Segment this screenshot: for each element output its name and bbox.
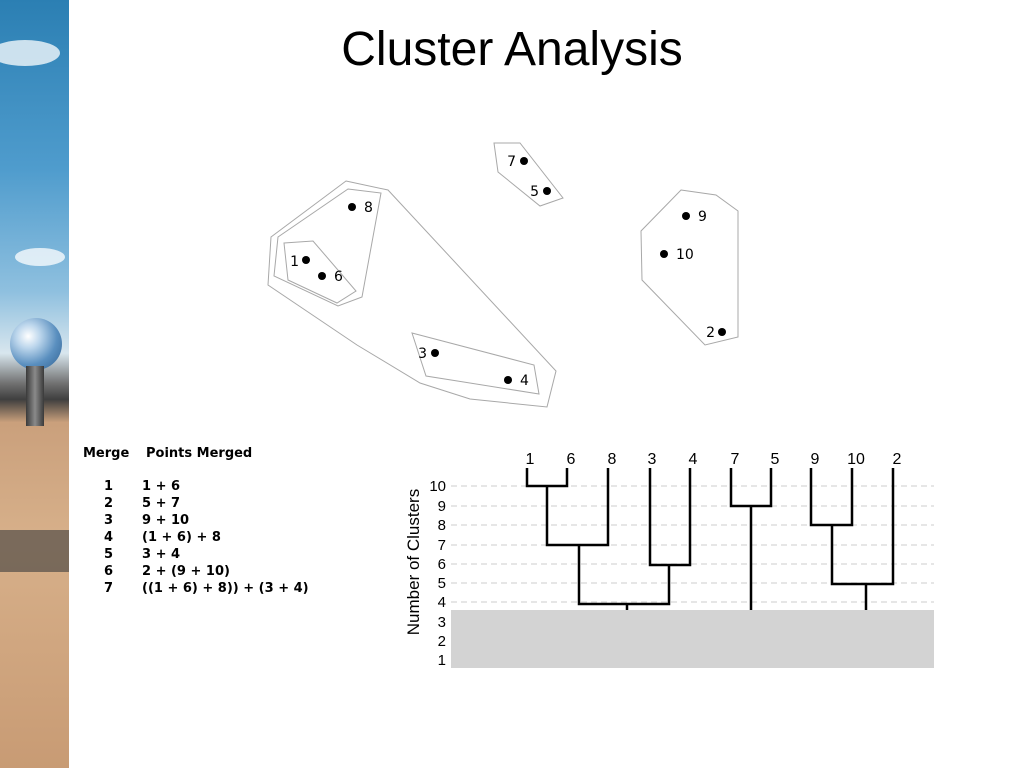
hull-outer-left [267, 180, 557, 408]
y-tick-label: 4 [438, 594, 446, 611]
cloud-shape [0, 40, 60, 66]
branch-9-10 [809, 468, 854, 527]
leaf-label: 2 [893, 451, 902, 468]
data-points: 7 5 8 9 10 1 6 2 3 4 [290, 154, 726, 389]
merge-number: 4 [103, 530, 113, 545]
leaf-label: 8 [608, 451, 617, 468]
dendrogram: Number of Clusters 10 9 8 7 6 5 4 3 2 1 … [404, 451, 934, 669]
leaf-label: 3 [648, 451, 657, 468]
branch-16-8 [545, 468, 610, 547]
cut-shaded-region [451, 610, 934, 668]
leaf-label: 9 [811, 451, 820, 468]
point-1-label: 1 [290, 254, 299, 270]
page-title: Cluster Analysis [341, 23, 683, 76]
merge-number: 7 [103, 581, 113, 596]
cluster-hulls [267, 142, 739, 408]
merge-table-header: Merge Points Merged [83, 446, 309, 461]
side-decorative-image [0, 0, 69, 768]
point-2 [718, 328, 726, 336]
leaf-label: 1 [526, 451, 535, 468]
point-3-label: 3 [418, 346, 427, 362]
leaf-label: 7 [731, 451, 740, 468]
leaf-label: 5 [771, 451, 780, 468]
point-7-label: 7 [507, 154, 516, 170]
point-4-label: 4 [520, 373, 529, 389]
y-tick-label: 2 [438, 633, 446, 650]
y-tick-label: 6 [438, 556, 446, 573]
merge-number: 6 [103, 564, 113, 579]
y-tick-label: 8 [438, 517, 446, 534]
point-8 [348, 203, 356, 211]
hull-1-6 [283, 240, 357, 304]
merge-row: 1 1 + 6 [83, 478, 309, 495]
points-merged-header: Points Merged [146, 446, 253, 461]
merge-table-rows: 1 1 + 6 2 5 + 7 3 9 + 10 4 (1 + 6) + 8 5 3 + … [83, 478, 309, 597]
globe-image [10, 318, 62, 370]
leaf-label: 6 [567, 451, 576, 468]
merge-points: 5 + 7 [142, 496, 181, 511]
merge-row: 3 9 + 10 [83, 512, 309, 529]
point-9-label: 9 [698, 209, 707, 225]
point-10 [660, 250, 668, 258]
merge-points: 1 + 6 [142, 479, 181, 494]
point-8-label: 8 [364, 200, 373, 216]
point-7 [520, 157, 528, 165]
branch-3-4 [648, 468, 692, 567]
merge-header: Merge [83, 446, 130, 461]
y-tick-label: 5 [438, 575, 446, 592]
merge-row: 4 (1 + 6) + 8 [83, 529, 309, 546]
merge-points: 3 + 4 [142, 547, 181, 562]
point-1 [302, 256, 310, 264]
merge-points: 2 + (9 + 10) [142, 564, 230, 579]
leaf-label: 4 [689, 451, 698, 468]
merge-number: 2 [103, 496, 113, 511]
merge-row: 2 5 + 7 [83, 495, 309, 512]
hull-9-10-2 [640, 189, 739, 346]
point-4 [504, 376, 512, 384]
hull-3-4 [411, 332, 540, 395]
merge-table: Merge Points Merged 1 1 + 6 2 5 + 7 3 9 + 1… [83, 446, 309, 597]
y-tick-label: 1 [438, 652, 446, 669]
leaf-labels: 1 6 8 3 4 7 5 9 10 2 [526, 451, 902, 468]
merge-number: 5 [103, 547, 113, 562]
y-tick-label: 10 [429, 478, 446, 495]
leaf-label: 10 [847, 451, 865, 468]
merge-points: 9 + 10 [142, 513, 190, 528]
branch-7-5 [729, 468, 773, 508]
point-6 [318, 272, 326, 280]
y-axis-label: Number of Clusters [404, 489, 423, 635]
y-tick-label: 9 [438, 498, 446, 515]
merge-points: ((1 + 6) + 8)) + (3 + 4) [142, 581, 309, 596]
point-3 [431, 349, 439, 357]
cloud-shape [15, 248, 65, 266]
merge-number: 1 [103, 479, 113, 494]
branch-1-6 [525, 468, 569, 488]
point-6-label: 6 [334, 269, 343, 285]
merge-number: 3 [103, 513, 113, 528]
point-10-label: 10 [676, 247, 694, 263]
shadow-band [0, 530, 69, 572]
point-5 [543, 187, 551, 195]
point-5-label: 5 [530, 184, 539, 200]
hull-1-6-8 [273, 188, 382, 307]
y-tick-label: 7 [438, 537, 446, 554]
globe-stand-image [26, 366, 44, 426]
dendrogram-branches [525, 468, 895, 610]
y-tick-label: 3 [438, 614, 446, 631]
point-2-label: 2 [706, 325, 715, 341]
y-tick-labels: 10 9 8 7 6 5 4 3 2 1 [429, 478, 446, 669]
merge-row: 5 3 + 4 [83, 546, 309, 563]
branch-910-2 [830, 468, 895, 586]
branch-168-34 [577, 545, 671, 606]
hull-7-5 [493, 142, 564, 207]
merge-row: 6 2 + (9 + 10) [83, 563, 309, 580]
point-9 [682, 212, 690, 220]
merge-row: 7 ((1 + 6) + 8)) + (3 + 4) [83, 580, 309, 597]
merge-points: (1 + 6) + 8 [142, 530, 221, 545]
